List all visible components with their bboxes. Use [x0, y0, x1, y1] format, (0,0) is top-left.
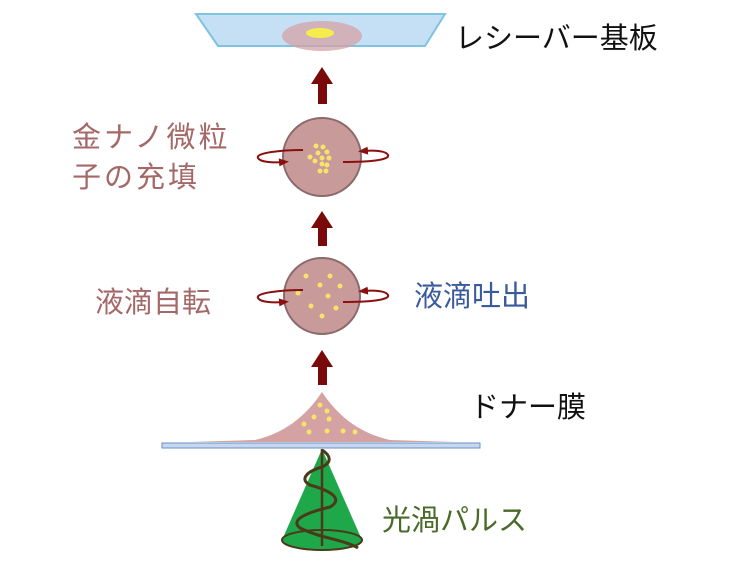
rotation-arrow-icon	[256, 149, 304, 167]
gold-nanoparticles	[295, 273, 343, 319]
rotation-arrow-icon	[342, 286, 389, 303]
up-arrow	[311, 350, 333, 385]
donor-film-label: ドナー膜	[470, 390, 587, 424]
droplet-rotation-label: 液滴自転	[95, 285, 212, 319]
droplet-ejection-label: 液滴吐出	[414, 279, 531, 313]
droplet-rotating	[256, 257, 389, 335]
vortex-pulse-label: 光渦パルス	[382, 503, 528, 537]
gold-nanoparticle-cluster	[307, 143, 332, 174]
nanoparticle-filling-label-line1: 金ナノ微粒	[72, 120, 231, 154]
optical-vortex-pulse	[281, 448, 363, 551]
rotation-arrow-icon	[342, 146, 389, 163]
nanoparticle-filling-label-line2: 子の充填	[72, 160, 201, 194]
up-arrow	[311, 67, 333, 104]
receiver-substrate	[194, 13, 447, 51]
rotation-arrow-icon	[256, 289, 304, 307]
droplet-filled	[256, 117, 389, 197]
receiver-substrate-label: レシーバー基板	[455, 21, 658, 55]
up-arrow	[311, 211, 333, 246]
donor-film	[161, 392, 481, 449]
